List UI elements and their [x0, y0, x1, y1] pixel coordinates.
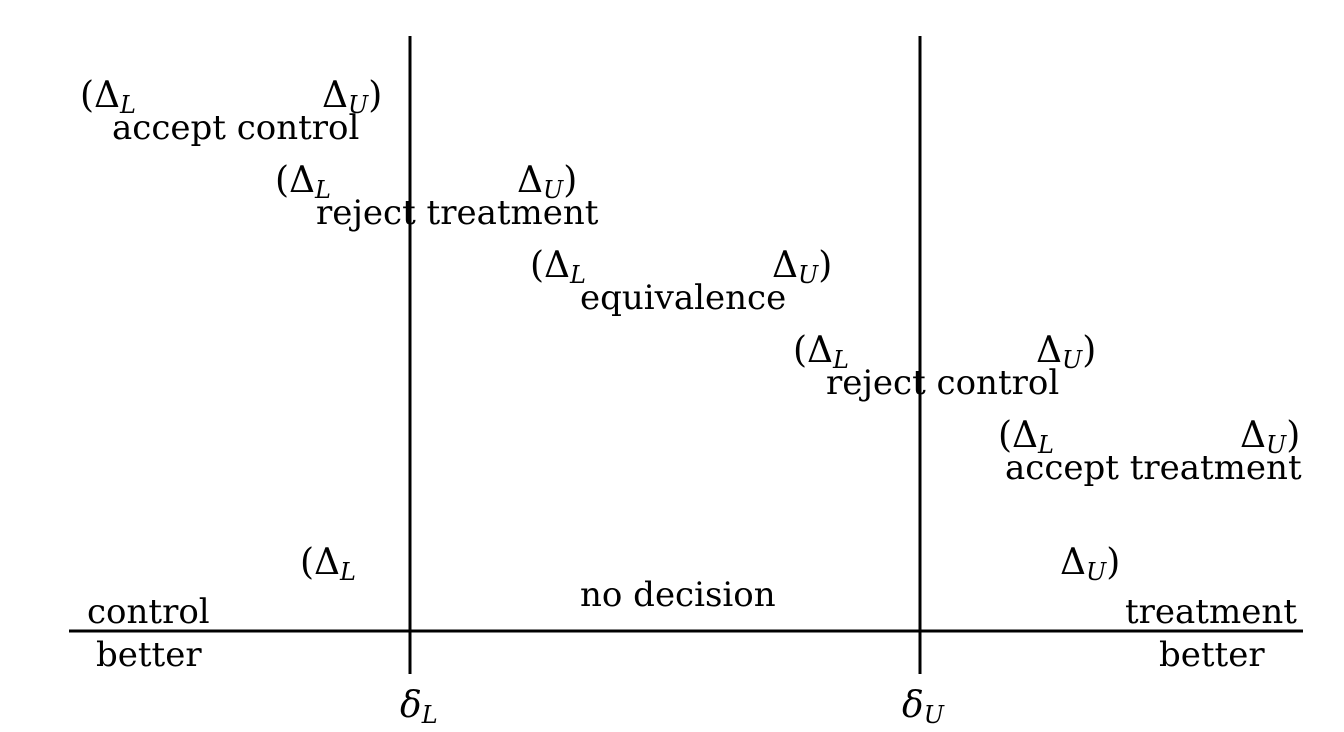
interval-1-label: accept control — [112, 108, 360, 148]
interval-3-lower-bound: (ΔL — [530, 245, 586, 289]
axis-right-label-bottom: better — [1159, 635, 1265, 675]
interval-5-upper-bound: ΔU) — [1240, 415, 1301, 459]
interval-6-lower-bound: (ΔL — [300, 542, 356, 586]
interval-2-label: reject treatment — [316, 193, 599, 233]
interval-3-upper-bound: ΔU) — [772, 245, 833, 289]
delta-upper-label: δU — [902, 685, 944, 729]
delta-lower-label: δL — [400, 685, 438, 729]
axis-right-label-top: treatment — [1125, 592, 1297, 632]
interval-4-lower-bound: (ΔL — [793, 330, 849, 374]
interval-4-upper-bound: ΔU) — [1036, 330, 1097, 374]
interval-5-lower-bound: (ΔL — [998, 415, 1054, 459]
axis-left-label-top: control — [87, 592, 210, 632]
interval-2-upper-bound: ΔU) — [517, 160, 578, 204]
interval-5-label: accept treatment — [1005, 448, 1302, 488]
interval-6-upper-bound: ΔU) — [1060, 542, 1121, 586]
interval-1-upper-bound: ΔU) — [322, 75, 383, 119]
axis-left-label-bottom: better — [96, 635, 202, 675]
interval-4-label: reject control — [826, 363, 1060, 403]
interval-6-label: no decision — [580, 575, 776, 615]
interval-1-lower-bound: (ΔL — [80, 75, 136, 119]
interval-2-lower-bound: (ΔL — [275, 160, 331, 204]
interval-3-label: equivalence — [580, 278, 787, 318]
